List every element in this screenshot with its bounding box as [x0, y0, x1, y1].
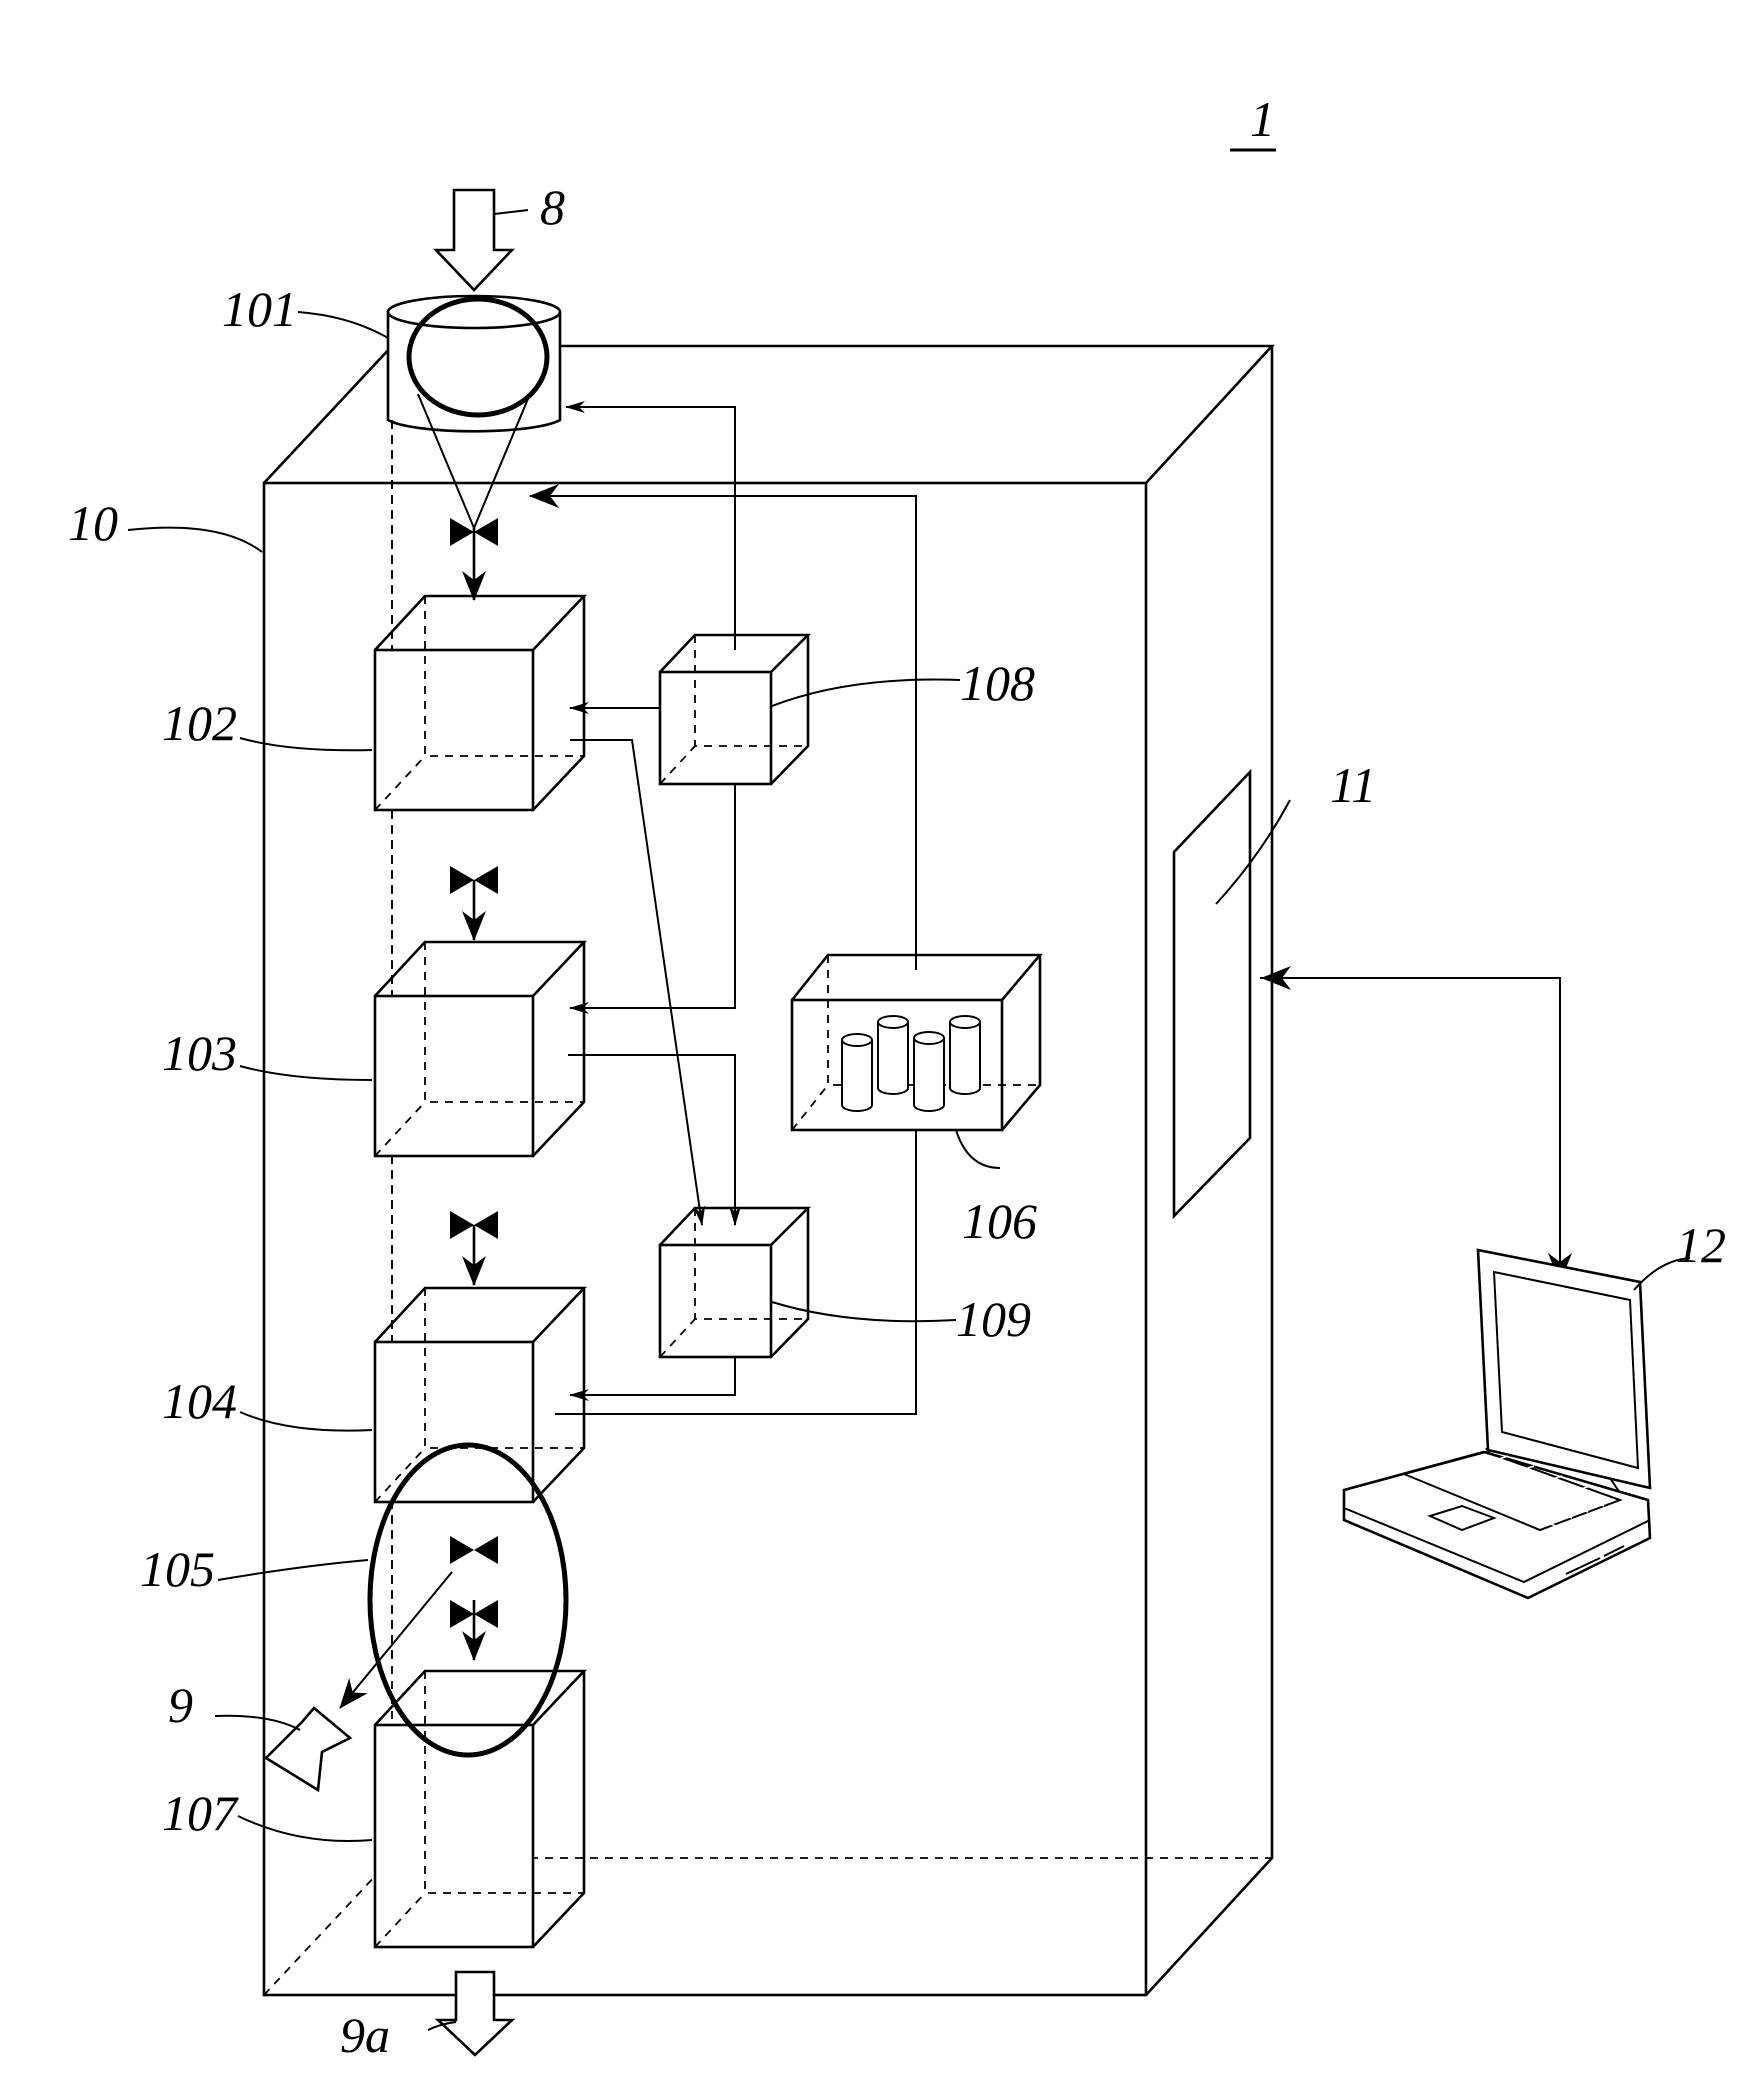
label-unit-102: 102 — [162, 695, 237, 751]
signal-108-to-hopper — [566, 407, 735, 650]
output-flow-arrow — [438, 1972, 512, 2055]
unit-104-cube — [375, 1288, 584, 1502]
unit-108-cube — [660, 635, 808, 784]
discharge-pointer — [340, 1572, 452, 1708]
label-unit-108: 108 — [960, 655, 1035, 711]
input-flow-arrow — [436, 190, 528, 290]
label-unit-103: 103 — [162, 1025, 237, 1081]
label-valve-assembly: 105 — [140, 1541, 215, 1597]
figure-label: 1 — [1250, 91, 1275, 147]
label-unit-104: 104 — [162, 1373, 237, 1429]
laptop-icon — [1344, 1250, 1650, 1598]
label-apparatus: 10 — [68, 495, 118, 551]
link-to-computer — [1260, 978, 1560, 1282]
reagent-storage-106 — [792, 955, 1040, 1130]
label-reagent-storage: 106 — [962, 1193, 1037, 1249]
signal-109-to-104 — [570, 1357, 735, 1395]
label-unit-109: 109 — [956, 1291, 1031, 1347]
label-discharge: 9 — [168, 1677, 193, 1733]
discharge-arrow-9 — [266, 1708, 350, 1790]
label-output-flow: 9a — [340, 2007, 390, 2063]
label-control-panel: 11 — [1330, 757, 1376, 813]
unit-107-cube — [375, 1671, 584, 1947]
label-input-flow: 8 — [540, 179, 565, 235]
unit-109-cube — [660, 1208, 808, 1357]
signal-102-to-109 — [570, 740, 702, 1225]
signal-108-to-103 — [570, 784, 735, 1008]
signal-103-to-109 — [568, 1055, 735, 1225]
label-unit-107: 107 — [162, 1785, 239, 1841]
hopper-101 — [388, 296, 560, 528]
label-hopper: 101 — [222, 281, 297, 337]
unit-103-cube — [375, 942, 584, 1156]
unit-102-cube — [375, 596, 584, 810]
label-computer: 12 — [1676, 1217, 1726, 1273]
control-panel-11 — [1174, 772, 1250, 1216]
